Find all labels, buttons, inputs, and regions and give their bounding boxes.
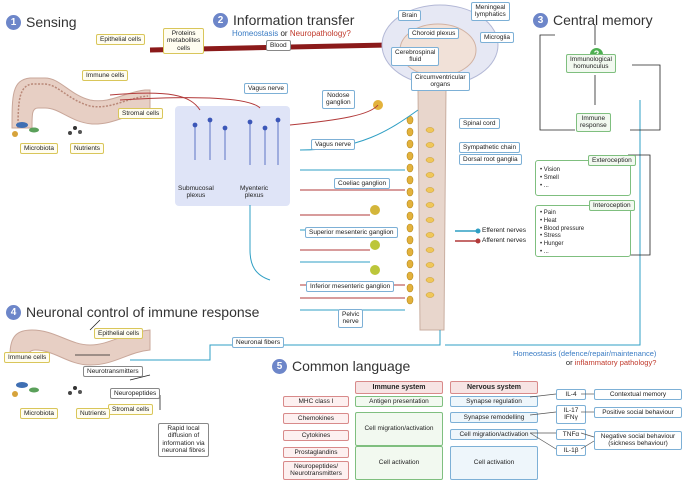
label-stromal-cells: Stromal cells bbox=[118, 108, 164, 120]
cytokine-item: IL-17 IFNγ bbox=[556, 405, 586, 424]
label-vagus-nerve-top: Vagus nerve bbox=[244, 83, 289, 95]
nervous-function: Cell migration/activation bbox=[450, 429, 538, 441]
intero-item: Stress bbox=[540, 233, 584, 241]
label-stromal-cells-lower: Stromal cells bbox=[108, 404, 154, 416]
enteric-neurons bbox=[192, 117, 281, 165]
intero-item: Pain bbox=[540, 210, 584, 218]
dorsal-root-ganglia bbox=[425, 127, 435, 298]
cytokine-item: IL-4 bbox=[556, 389, 586, 401]
label-proteins-metabolites-cells: Proteins metabolites cells bbox=[163, 28, 205, 55]
memory-arrows bbox=[539, 25, 661, 256]
label-neuronal-fibers: Neuronal fibers bbox=[232, 337, 285, 349]
coeliac-ganglion-shape bbox=[370, 205, 380, 215]
epithelium-layer bbox=[17, 83, 149, 129]
label-choroid-plexus: Choroid plexus bbox=[408, 28, 460, 40]
label-vagus-nerve-mid: Vagus nerve bbox=[311, 139, 356, 151]
label-immune-cells: Immune cells bbox=[82, 70, 129, 82]
label-spinal-cord: Spinal cord bbox=[459, 118, 500, 130]
intero-item: Blood pressure bbox=[540, 226, 584, 234]
label-myenteric-plexus: Myenteric plexus bbox=[240, 185, 269, 200]
language-connectors bbox=[530, 393, 595, 450]
label-epithelial-cells-lower: Epithelial cells bbox=[94, 328, 144, 340]
nervous-function: Cell activation bbox=[450, 446, 538, 480]
label-submucosal-plexus: Submucosal plexus bbox=[178, 185, 214, 200]
label-exteroception: Exteroception bbox=[588, 155, 636, 167]
nutrients-icon-lower bbox=[68, 386, 82, 395]
label-neurotransmitters: Neurotransmitters bbox=[83, 366, 143, 378]
label-nodose-ganglion: Nodose ganglion bbox=[322, 90, 355, 109]
label-microglia: Microglia bbox=[480, 32, 515, 44]
molecule-item: Prostaglandins bbox=[283, 447, 349, 459]
extero-item: ... bbox=[540, 183, 560, 191]
exteroception-list: Vision Smell ... bbox=[540, 167, 560, 190]
label-blood: Blood bbox=[266, 40, 291, 52]
legend-afferent-marker bbox=[475, 238, 481, 244]
superior-mesenteric-ganglion-shape bbox=[370, 240, 380, 250]
microbiota-icon-lower bbox=[12, 382, 39, 397]
extero-item: Vision bbox=[540, 167, 560, 175]
head-immune-system: Immune system bbox=[355, 381, 443, 394]
label-cerebrospinal-fluid: Cerebrospinal fluid bbox=[391, 47, 440, 66]
legend-efferent-marker bbox=[475, 228, 481, 234]
label-pelvic-nerve: Pelvic nerve bbox=[338, 309, 364, 328]
immune-function: Cell migration/activation bbox=[355, 412, 443, 446]
label-coeliac-ganglion: Coeliac ganglion bbox=[334, 178, 391, 190]
immune-function: Antigen presentation bbox=[355, 396, 443, 408]
cytokine-item: IL-1β bbox=[556, 445, 586, 457]
label-dorsal-root-ganglia: Dorsal root ganglia bbox=[459, 154, 522, 166]
label-immunological-homunculus: Immunological homunculus bbox=[566, 54, 616, 73]
label-interoception: Interoception bbox=[589, 200, 635, 212]
label-superior-mesenteric-ganglion: Superior mesenteric ganglion bbox=[305, 227, 398, 239]
behaviour-item: Contextual memory bbox=[594, 389, 682, 401]
transfer-subtitle: Homeostasis or Neuropathology? bbox=[232, 29, 351, 38]
intero-item: Heat bbox=[540, 218, 584, 226]
nutrients-icon bbox=[68, 126, 82, 135]
label-rapid-diffusion: Rapid local diffusion of information via… bbox=[158, 423, 209, 457]
label-neuropeptides: Neuropeptides bbox=[110, 388, 161, 400]
molecule-item: Cytokines bbox=[283, 430, 349, 442]
behaviour-item: Negative social behaviour (sickness beha… bbox=[594, 431, 682, 450]
label-epithelial-cells: Epithelial cells bbox=[96, 34, 146, 46]
control-arrows bbox=[75, 319, 161, 410]
label-nutrients-lower: Nutrients bbox=[76, 408, 111, 420]
label-brain: Brain bbox=[398, 10, 422, 22]
behaviour-item: Positive social behaviour bbox=[594, 407, 682, 419]
label-meningeal-lymphatics: Meningeal lymphatics bbox=[471, 2, 510, 21]
nervous-function: Synapse regulation bbox=[450, 396, 538, 408]
molecule-item: Chemokines bbox=[283, 413, 349, 425]
nervous-function: Synapse remodelling bbox=[450, 412, 538, 424]
homeostasis-question: Homeostasis (defence/repair/maintenance)… bbox=[513, 349, 657, 368]
microbiota-icon bbox=[12, 122, 39, 137]
immune-function: Cell activation bbox=[355, 446, 443, 480]
legend-afferent-label: Afferent nerves bbox=[482, 237, 526, 244]
label-microbiota-lower: Microbiota bbox=[20, 408, 58, 420]
extero-item: Smell bbox=[540, 175, 560, 183]
label-immune-cells-lower: Immune cells bbox=[4, 352, 51, 364]
label-nutrients: Nutrients bbox=[70, 143, 105, 155]
gut-tube bbox=[11, 77, 151, 129]
molecule-item: Neuropeptides/ Neurotransmitters bbox=[283, 461, 349, 480]
intero-item: Hunger bbox=[540, 241, 584, 249]
label-sympathetic-chain: Sympathetic chain bbox=[459, 142, 521, 154]
inferior-mesenteric-ganglion-shape bbox=[370, 265, 380, 275]
molecule-item: MHC class I bbox=[283, 396, 349, 408]
sympathetic-chain-ganglia bbox=[406, 115, 414, 305]
label-circumventricular-organs: Circumventricular organs bbox=[411, 72, 470, 91]
label-microbiota: Microbiota bbox=[20, 143, 58, 155]
label-immune-response: Immune response bbox=[576, 113, 611, 132]
head-nervous-system: Nervous system bbox=[450, 381, 538, 394]
intero-item: ... bbox=[540, 249, 584, 257]
legend-efferent-label: Efferent nerves bbox=[482, 227, 526, 234]
gut-tube-lower bbox=[9, 329, 151, 366]
interoception-list: Pain Heat Blood pressure Stress Hunger .… bbox=[540, 210, 584, 257]
label-inferior-mesenteric-ganglion: Inferior mesenteric ganglion bbox=[306, 281, 395, 293]
plexus-panel bbox=[175, 106, 290, 206]
